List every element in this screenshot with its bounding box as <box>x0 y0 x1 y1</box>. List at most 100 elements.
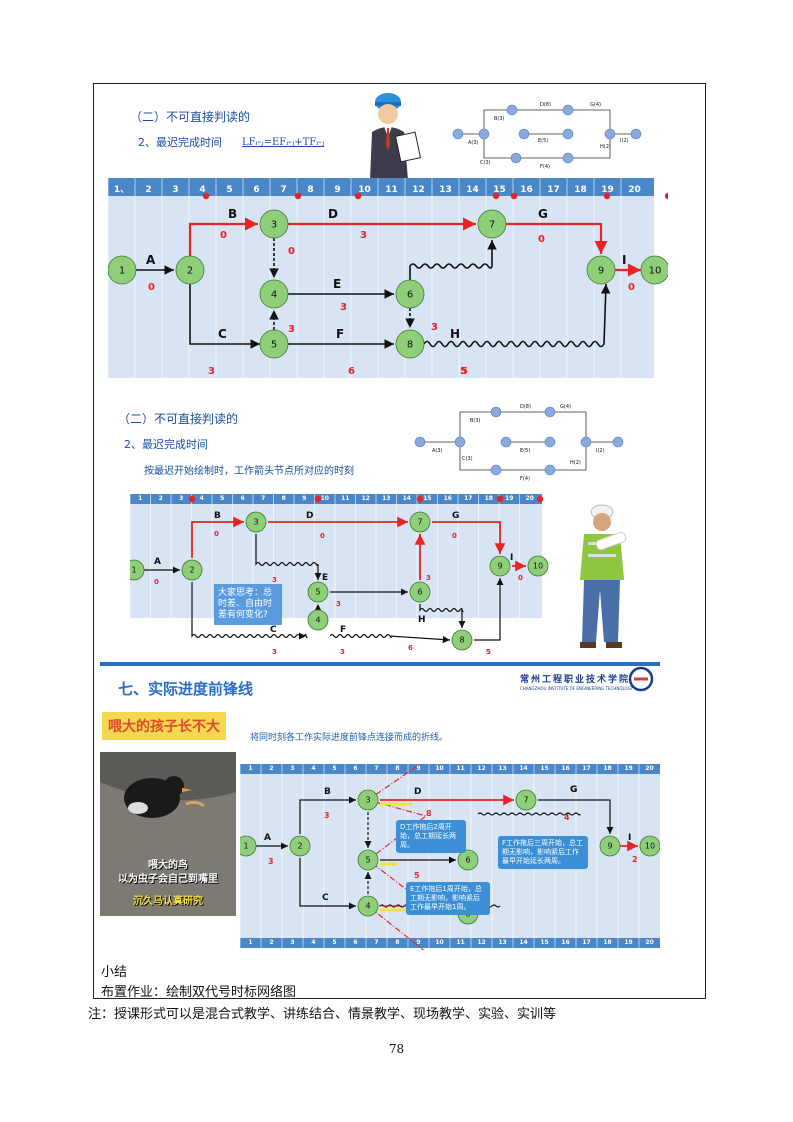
node-1 <box>130 559 145 581</box>
arrow-g <box>432 521 506 554</box>
slide-latest-finish-2: （二）不可直接判读的 2、最迟完成时间 按最迟开始绘制时，工作箭头节点所对应的时… <box>100 398 700 656</box>
tick-label: 2 <box>269 765 273 772</box>
tick-label: 17 <box>582 765 590 772</box>
node-label: 7 <box>417 518 422 527</box>
mini-network-diagram: B(3)D(8)G(4) A(3)E(5)C(3) F(4)H(2)I(2) <box>452 102 642 170</box>
tick-label: 18 <box>603 765 611 772</box>
marker-dot <box>354 192 362 200</box>
float-value: 0 <box>320 532 325 540</box>
node-label: 9 <box>598 265 604 276</box>
arrow-b <box>188 217 258 256</box>
svg-text:D(8): D(8) <box>540 102 551 108</box>
svg-text:E(5): E(5) <box>520 448 530 454</box>
activity-label: B <box>214 511 221 521</box>
activity-label: G <box>570 785 577 795</box>
activity-label: A <box>146 253 156 267</box>
activity-label: A <box>154 557 161 567</box>
tick-label: 10 <box>321 495 329 502</box>
node-label: 6 <box>465 856 470 865</box>
frontline-definition: 将同时刻各工作实际进度前锋点连接而成的折线。 <box>250 733 449 743</box>
node-4 <box>307 609 329 631</box>
node-label: 4 <box>365 902 370 911</box>
tick-label: 8 <box>395 939 399 946</box>
float-value: 6 <box>348 366 355 377</box>
float-value: 0 <box>148 282 155 293</box>
node-label: 4 <box>271 289 277 300</box>
node-label: 5 <box>315 588 320 597</box>
tick-label: 6 <box>353 939 357 946</box>
node-label: 3 <box>253 518 258 527</box>
marker-dot <box>188 495 196 503</box>
float-value: 3 <box>272 576 277 584</box>
tick-label: 8 <box>395 765 399 772</box>
tick-label: 3 <box>179 495 183 502</box>
section-title: 七、实际进度前锋线 <box>118 680 254 698</box>
svg-text:B(3): B(3) <box>470 418 481 424</box>
node-label: 7 <box>489 219 495 230</box>
tick-label: 19 <box>601 185 614 195</box>
float-value: 3 <box>208 366 215 377</box>
node-3 <box>245 511 267 533</box>
float-value: 3 <box>268 857 274 866</box>
node-10 <box>640 255 668 285</box>
float-value: 5 <box>486 648 491 656</box>
tick-label: 2 <box>269 939 273 946</box>
homework-label: 布置作业：绘制双代号时标网络图 <box>101 985 297 1000</box>
svg-text:H(2): H(2) <box>600 144 611 150</box>
page-number: 78 <box>388 1042 405 1056</box>
tick-label: 8 <box>307 185 313 195</box>
arrow-h <box>419 604 466 628</box>
tick-label: 18 <box>485 495 493 502</box>
node-label: 1 <box>119 265 125 276</box>
svg-text:C(3): C(3) <box>462 456 473 462</box>
activity-label: H <box>450 327 460 341</box>
arrow-b <box>299 796 356 834</box>
tick-label: 17 <box>547 185 560 195</box>
node-2 <box>175 255 205 285</box>
tick-label: 3 <box>290 939 294 946</box>
tick-label: 10 <box>435 939 443 946</box>
tick-label: 15 <box>540 939 548 946</box>
teaching-note: 注：授课形式可以是混合式教学、讲练结合、情景教学、现场教学、实验、实训等 <box>88 1007 557 1022</box>
node-3 <box>259 209 289 239</box>
activity-label: A <box>264 833 271 843</box>
node-label: 6 <box>407 289 413 300</box>
float-value: 0 <box>518 574 523 582</box>
callout-e: E工作拖后1周开始，总工期无影响，影响紧后工作最早开始1周。 <box>406 882 490 915</box>
tick-label: 12 <box>477 765 485 772</box>
tick-label: 3 <box>290 765 294 772</box>
tick-label: 6 <box>241 495 245 502</box>
svg-text:G(4): G(4) <box>560 404 571 410</box>
photo-caption-2: 以为虫子会自己到嘴里 <box>118 874 218 885</box>
node-5 <box>307 581 329 603</box>
marker-dot <box>314 495 322 503</box>
tick-label: 14 <box>466 185 479 195</box>
node-label: 10 <box>533 562 543 571</box>
float-value: 3 <box>340 302 347 313</box>
node-label: 2 <box>297 842 302 851</box>
float-value: 0 <box>220 230 227 241</box>
tick-label: 13 <box>498 765 506 772</box>
tick-label: 3 <box>172 185 178 195</box>
tick-label: 6 <box>353 765 357 772</box>
float-value: 5 <box>461 366 468 377</box>
tick-label: 5 <box>220 495 224 502</box>
tick-label: 18 <box>574 185 587 195</box>
tick-label: 15 <box>540 765 548 772</box>
mini-network-diagram-2: B(3)D(8)G(4) A(3)E(5)C(3) F(4)H(2)I(2) <box>414 404 624 482</box>
node-label: 5 <box>271 339 277 350</box>
tick-label: 5 <box>332 939 336 946</box>
node-label: 3 <box>365 796 370 805</box>
activity-label: D <box>414 787 421 797</box>
node-6 <box>395 279 425 309</box>
node-label: 2 <box>187 265 193 276</box>
timescale-header <box>108 178 654 196</box>
float-value: 0 <box>538 234 545 245</box>
node-6 <box>409 581 431 603</box>
tick-label: 14 <box>519 765 527 772</box>
banner-heading: 喂大的孩子长不大 <box>102 712 226 740</box>
activity-label: G <box>570 785 577 795</box>
tick-label: 18 <box>603 939 611 946</box>
